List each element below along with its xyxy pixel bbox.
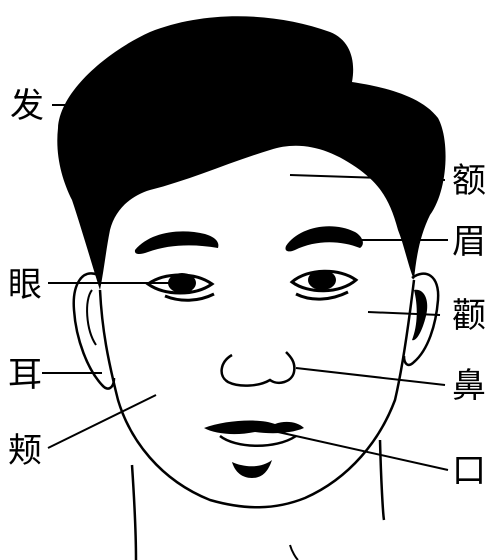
right-eye-lower xyxy=(296,292,348,299)
right-pupil xyxy=(308,270,336,290)
nose xyxy=(222,352,295,386)
left-ear xyxy=(74,273,114,388)
lower-lip xyxy=(220,436,296,446)
label-cheek: 颊 xyxy=(8,431,42,471)
label-eye: 眼 xyxy=(8,265,42,305)
neck-left xyxy=(132,465,136,560)
cheek-leader xyxy=(48,395,156,448)
neck-shadow xyxy=(290,545,298,560)
left-eye-lower xyxy=(165,294,214,300)
left-pupil xyxy=(168,273,196,293)
left-eyebrow xyxy=(135,231,219,254)
left-ear-inner xyxy=(87,290,96,345)
cheekbone-leader xyxy=(368,312,440,315)
label-cheekbone: 颧 xyxy=(452,296,486,336)
chin-mark xyxy=(232,460,272,478)
label-mouth: 口 xyxy=(452,451,486,491)
label-hair: 发 xyxy=(10,86,44,126)
mouth-leader xyxy=(278,432,448,470)
right-eyebrow xyxy=(285,226,362,251)
nose-leader xyxy=(296,368,445,385)
neck-right xyxy=(380,440,384,520)
label-nose: 鼻 xyxy=(452,366,486,406)
label-forehead: 额 xyxy=(452,161,486,201)
label-eyebrow: 眉 xyxy=(452,222,486,262)
hair-shape xyxy=(57,16,445,290)
label-ear: 耳 xyxy=(8,355,42,395)
upper-lip xyxy=(204,421,304,435)
